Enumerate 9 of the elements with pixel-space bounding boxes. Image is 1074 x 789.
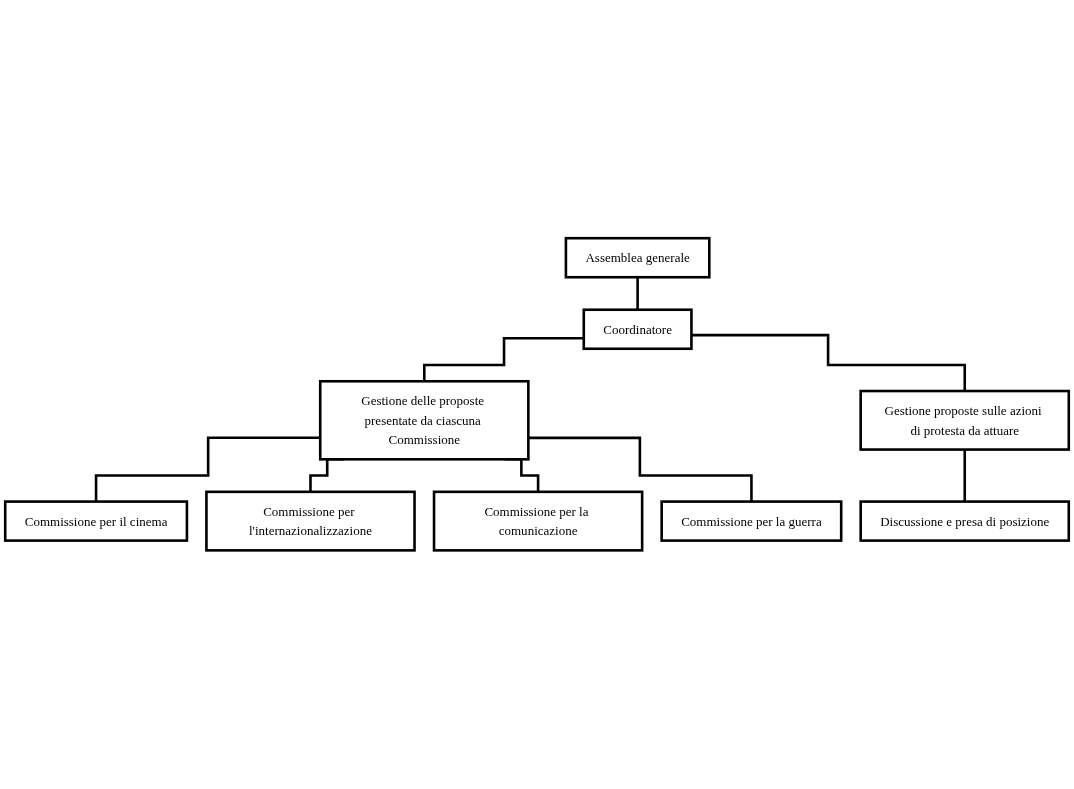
node-box: Commissione per l'internazionalizzazione <box>205 490 416 552</box>
node-box: Discussione e presa di posizione <box>859 500 1071 543</box>
node-box: Assemblea generale <box>564 237 711 279</box>
node-box: Gestione delle proposte presentate da ciascuna Commissione <box>318 380 530 461</box>
node-box: Commissione per il cinema <box>3 500 189 543</box>
node-box: Commissione per la guerra <box>660 500 843 543</box>
node-box: Coordinatore <box>582 308 693 351</box>
node-box: Gestione proposte sulle azioni di protesta da attuare <box>859 389 1071 452</box>
node-box: Commissione per la comunicazione <box>432 490 644 552</box>
